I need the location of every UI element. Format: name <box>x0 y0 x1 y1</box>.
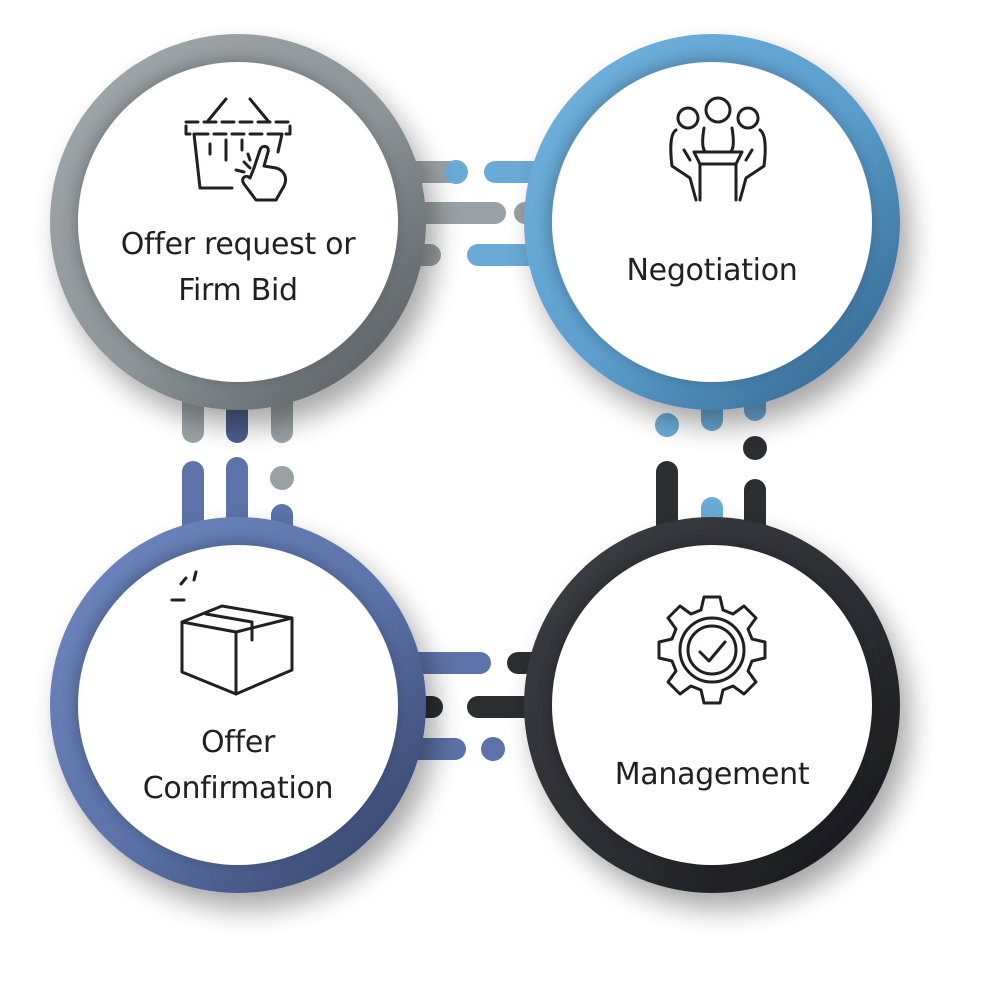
ring-gray <box>50 34 426 410</box>
step-label-line: Negotiation <box>626 253 798 288</box>
step-label-line: Offer <box>200 725 276 760</box>
step-label-line: Firm Bid <box>178 273 298 308</box>
step-label-line: Confirmation <box>142 771 334 806</box>
ring-dark <box>524 517 900 893</box>
ring-blue <box>524 34 900 410</box>
step-label-negotiation: Negotiation <box>562 248 862 294</box>
basket-click-icon <box>184 97 292 202</box>
ring-navy <box>50 517 426 893</box>
meeting-icon <box>669 96 767 202</box>
gear-check-icon <box>657 595 767 705</box>
step-label-line: Management <box>614 757 810 792</box>
step-label-management: Management <box>562 752 862 798</box>
step-label-offer-confirmation: Offer Confirmation <box>88 720 388 812</box>
box-icon <box>170 570 294 696</box>
step-label-offer-request: Offer request or Firm Bid <box>88 222 388 314</box>
step-label-line: Offer request or <box>120 227 356 262</box>
